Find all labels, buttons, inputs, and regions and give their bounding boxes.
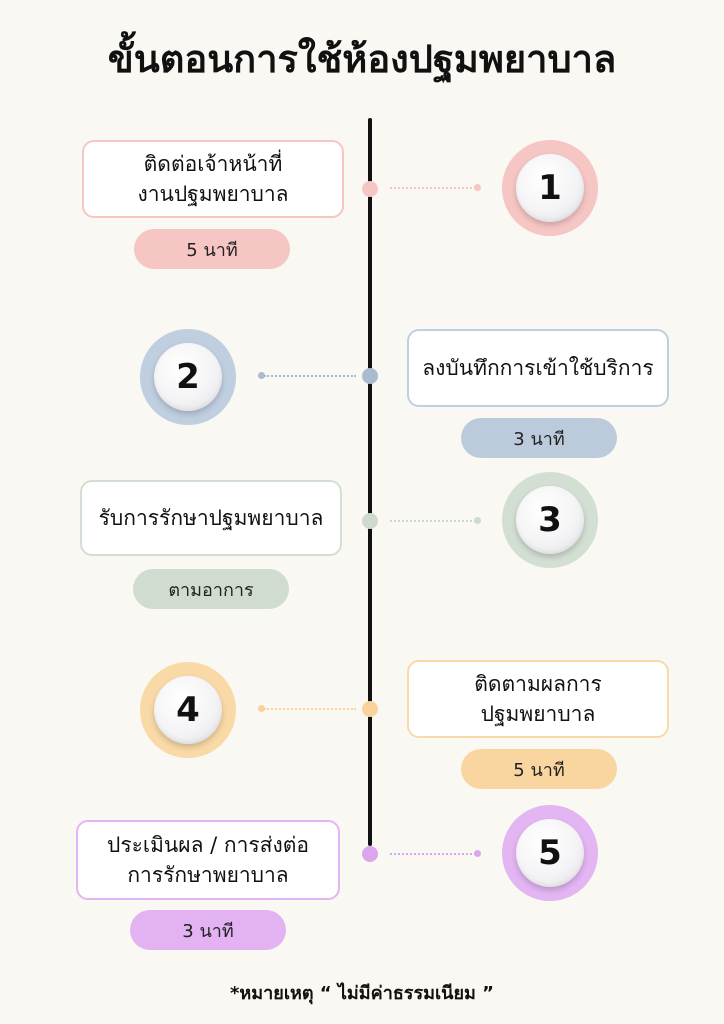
step-5-circle: 5 [502, 805, 598, 901]
connector-2 [264, 375, 356, 377]
step-4-circle: 4 [140, 662, 236, 758]
footnote: *หมายเหตุ “ ไม่มีค่าธรรมเนียม ” [230, 983, 494, 1004]
connector-4 [264, 708, 356, 710]
step-3-circle: 3 [502, 472, 598, 568]
timeline-dot-2 [362, 368, 378, 384]
step-1-circle: 1 [502, 140, 598, 236]
step-2-box: ลงบันทึกการเข้าใช้บริการ [407, 329, 669, 407]
timeline-dot-5 [362, 846, 378, 862]
step-1-line-1: ติดต่อเจ้าหน้าที่ [143, 151, 283, 176]
step-4-box: ติดตามผลการปฐมพยาบาล [407, 660, 669, 738]
connector-3 [390, 520, 476, 522]
step-1-box: ติดต่อเจ้าหน้าที่ งานปฐมพยาบาล [82, 140, 344, 218]
step-3-line-1: รับการรักษาปฐมพยาบาล [98, 505, 324, 530]
step-1-number: 1 [516, 154, 584, 222]
step-5-line-1: ประเมินผล / การส่งต่อ [107, 832, 309, 857]
page-title: ขั้นตอนการใช้ห้องปฐมพยาบาล [107, 37, 617, 81]
timeline-line [368, 118, 372, 846]
connector-end-1 [474, 184, 481, 191]
step-4-line-1: ติดตามผลการปฐมพยาบาล [474, 671, 602, 726]
step-1-duration: 5 นาที [134, 229, 290, 269]
connector-end-2 [258, 372, 265, 379]
step-3-number: 3 [516, 486, 584, 554]
step-4-number: 4 [154, 676, 222, 744]
step-2-line-1: ลงบันทึกการเข้าใช้บริการ [422, 355, 654, 380]
timeline-dot-4 [362, 701, 378, 717]
step-2-circle: 2 [140, 329, 236, 425]
step-4-duration: 5 นาที [461, 749, 617, 789]
connector-end-4 [258, 705, 265, 712]
connector-1 [390, 187, 476, 189]
step-2-duration: 3 นาที [461, 418, 617, 458]
step-3-duration: ตามอาการ [133, 569, 289, 609]
step-5-number: 5 [516, 819, 584, 887]
step-5-line-2: การรักษาพยาบาล [127, 863, 289, 887]
step-3-box: รับการรักษาปฐมพยาบาล [80, 480, 342, 556]
connector-end-5 [474, 850, 481, 857]
step-5-box: ประเมินผล / การส่งต่อ การรักษาพยาบาล [76, 820, 340, 900]
step-1-line-2: งานปฐมพยาบาล [137, 182, 289, 206]
timeline-dot-3 [362, 513, 378, 529]
connector-5 [390, 853, 476, 855]
timeline-dot-1 [362, 181, 378, 197]
step-2-number: 2 [154, 343, 222, 411]
connector-end-3 [474, 517, 481, 524]
step-5-duration: 3 นาที [130, 910, 286, 950]
